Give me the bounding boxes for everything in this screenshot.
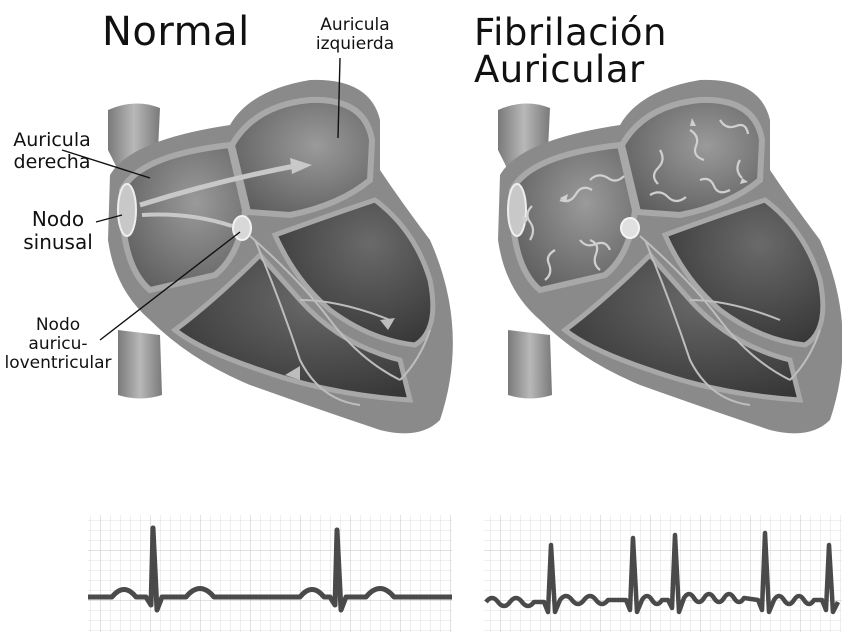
ecg-normal xyxy=(88,515,452,632)
ecg-afib xyxy=(484,515,842,632)
afib-av-node xyxy=(621,218,639,238)
sinus-node xyxy=(118,184,136,236)
afib-sinus-node xyxy=(508,184,526,236)
normal-heart xyxy=(62,58,453,433)
afib-heart xyxy=(498,80,842,433)
afib-inferior-vessel xyxy=(508,330,552,399)
inferior-vessel xyxy=(118,330,162,399)
av-node xyxy=(233,216,251,240)
